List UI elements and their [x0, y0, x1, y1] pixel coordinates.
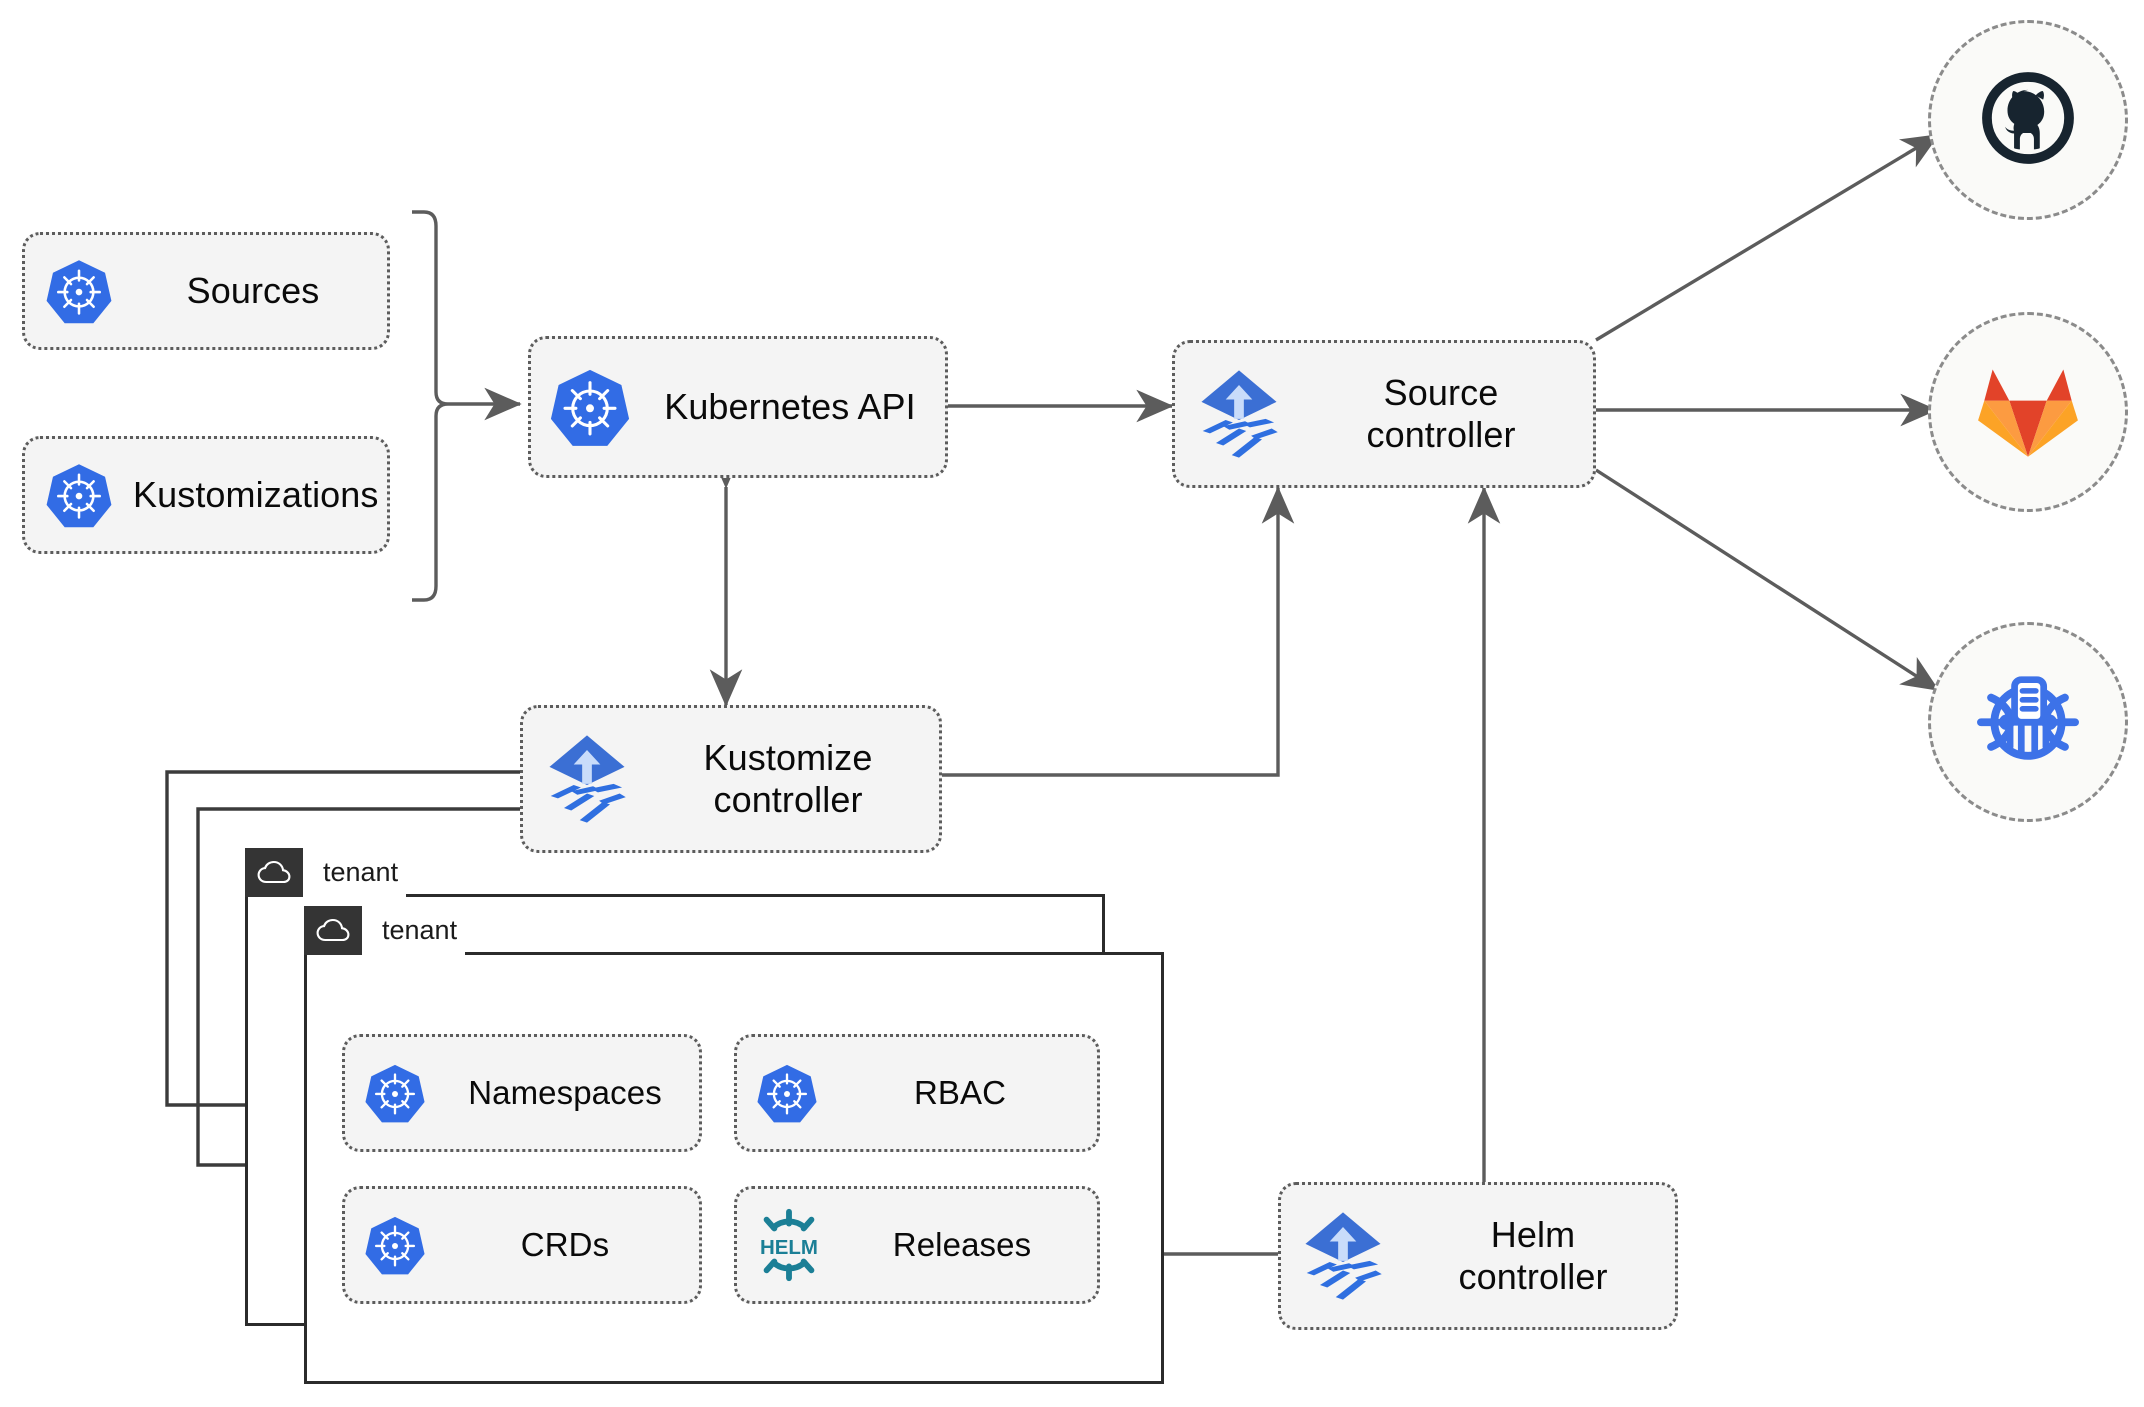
wire-kustomize-to-source-controller: [942, 486, 1295, 777]
tenant-resource-label: Releases: [892, 1225, 1032, 1263]
tenant-resource-label: CRDs: [520, 1225, 610, 1263]
provider-github[interactable]: [1928, 20, 2128, 220]
kubernetes-icon: [737, 1062, 837, 1124]
resource-card-kustomizations[interactable]: Kustomizations: [22, 436, 390, 554]
tenant-resource-rbac[interactable]: RBAC: [734, 1034, 1100, 1152]
resource-label: Kustomizations: [133, 473, 379, 515]
flux-icon: [1175, 368, 1303, 460]
tenant-resource-releases[interactable]: HELM Releases: [734, 1186, 1100, 1304]
resource-card-sources[interactable]: Sources: [22, 232, 390, 350]
cloud-icon: [304, 906, 362, 955]
github-icon: [1974, 64, 2082, 177]
kubernetes-icon: [531, 366, 649, 448]
wire-source-to-github: [1595, 133, 1940, 342]
tenant-resource-namespaces[interactable]: Namespaces: [342, 1034, 702, 1152]
resource-label: Sources: [186, 269, 320, 311]
flux-icon: [1281, 1210, 1405, 1302]
kubernetes-icon: [345, 1062, 445, 1124]
node-label: Helm controller: [1458, 1213, 1608, 1297]
tenant-front-tab: tenant: [304, 906, 466, 955]
tenant-front-label: tenant: [362, 906, 466, 955]
node-source-controller[interactable]: Source controller: [1172, 340, 1596, 488]
kubernetes-icon: [25, 461, 133, 529]
tenant-frame-front: tenant: [304, 906, 1164, 1384]
node-helm-controller[interactable]: Helm controller: [1278, 1182, 1678, 1330]
node-kubernetes-api[interactable]: Kubernetes API: [528, 336, 948, 478]
helm-icon: HELM: [737, 1206, 841, 1284]
flux-icon: [523, 733, 651, 825]
svg-text:HELM: HELM: [760, 1236, 818, 1259]
tenant-back-label: tenant: [303, 848, 407, 897]
cloud-icon: [245, 848, 303, 897]
kubernetes-icon: [25, 257, 133, 325]
wire-kustomize-to-tenant-back: [165, 770, 528, 1122]
gitlab-icon: [1976, 360, 2080, 465]
node-label: Kubernetes API: [664, 385, 916, 427]
wire-resources-bracket: [412, 210, 449, 602]
tenant-back-tab: tenant: [245, 848, 407, 897]
wire-source-to-registry: [1595, 468, 1940, 692]
node-label: Source controller: [1366, 371, 1516, 455]
helm-registry-icon: [1972, 664, 2084, 781]
tenant-resource-crds[interactable]: CRDs: [342, 1186, 702, 1304]
kubernetes-icon: [345, 1214, 445, 1276]
tenant-resource-label: Namespaces: [468, 1073, 662, 1111]
tenant-resource-label: RBAC: [913, 1073, 1007, 1111]
provider-gitlab[interactable]: [1928, 312, 2128, 512]
provider-container-registry[interactable]: [1928, 622, 2128, 822]
node-label: Kustomize controller: [703, 736, 873, 820]
node-kustomize-controller[interactable]: Kustomize controller: [520, 705, 942, 853]
